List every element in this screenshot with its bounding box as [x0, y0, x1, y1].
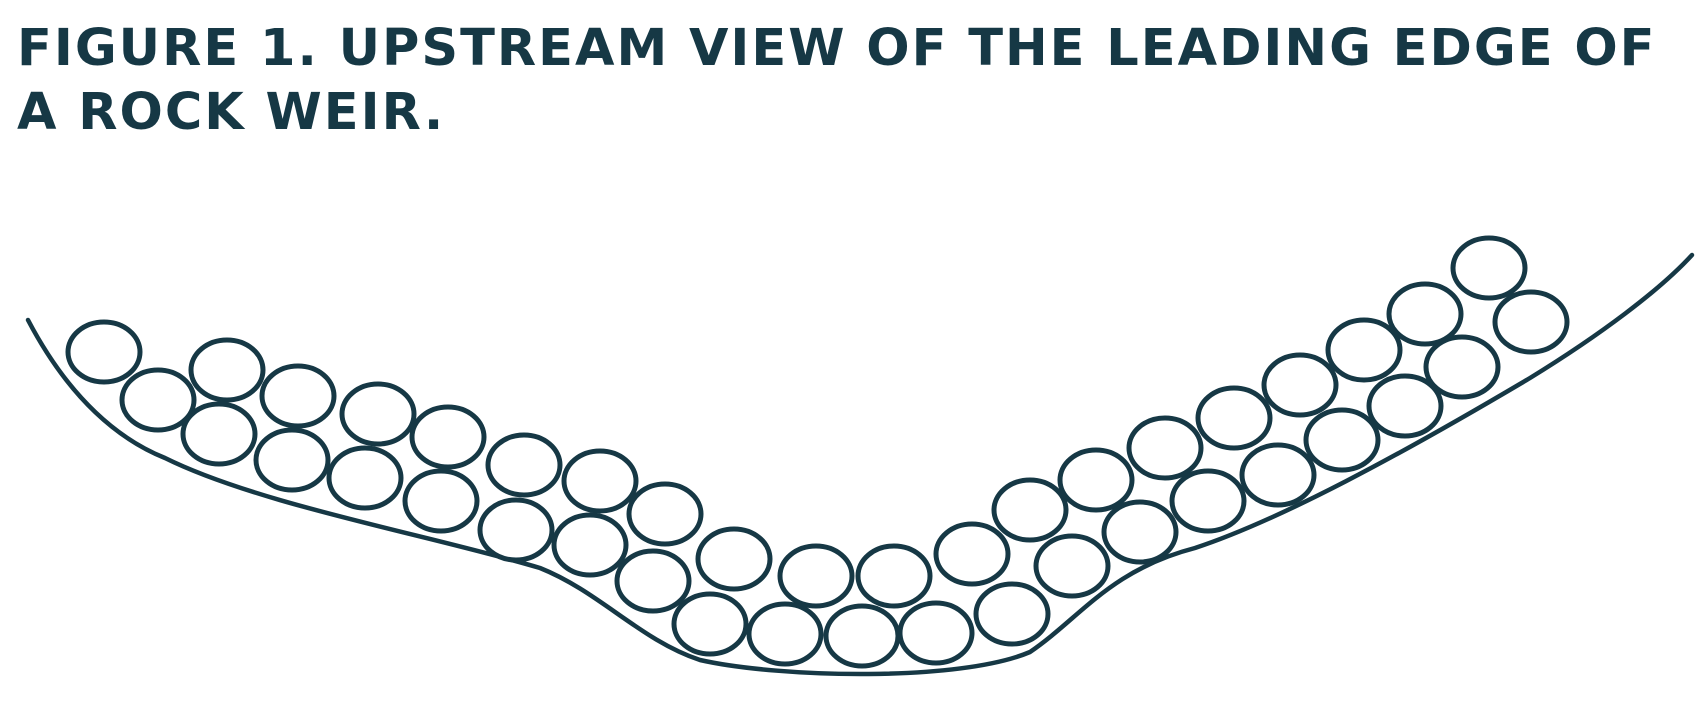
boulder [746, 601, 824, 667]
boulder [402, 468, 480, 534]
boulder [1033, 533, 1111, 599]
boulder [1492, 289, 1570, 355]
boulder [1261, 352, 1339, 418]
boulder [485, 432, 563, 498]
figure-title: FIGURE 1. UPSTREAM VIEW OF THE LEADING E… [17, 17, 1657, 145]
boulder [1450, 235, 1528, 301]
boulder [1057, 447, 1135, 513]
boulder [1366, 373, 1444, 439]
boulder [626, 481, 704, 547]
figure-title-line-1: FIGURE 1. UPSTREAM VIEW OF THE LEADING E… [17, 19, 1657, 78]
boulder [1303, 407, 1381, 473]
boulder [253, 427, 331, 493]
boulder [1325, 317, 1403, 383]
boulder [991, 477, 1069, 543]
boulder [119, 367, 197, 433]
boulder [477, 497, 555, 563]
boulder [1126, 415, 1204, 481]
figure-title-line-2: A ROCK WEIR. [17, 83, 446, 142]
boulder [551, 512, 629, 578]
boulder [65, 319, 143, 385]
boulder [259, 363, 337, 429]
boulder [1239, 442, 1317, 508]
boulder [671, 591, 749, 657]
boulder [933, 521, 1011, 587]
boulder [973, 581, 1051, 647]
boulder [1195, 385, 1273, 451]
boulder [180, 401, 258, 467]
boulder [695, 526, 773, 592]
boulder [614, 548, 692, 614]
boulder [561, 448, 639, 514]
boulder [409, 404, 487, 470]
boulder [1169, 468, 1247, 534]
boulder [855, 543, 933, 609]
boulder [326, 445, 404, 511]
boulder [823, 603, 901, 669]
boulder [339, 381, 417, 447]
boulder [1386, 281, 1464, 347]
weir-boulders [65, 235, 1570, 669]
boulder [1101, 499, 1179, 565]
channel-bed-profile [25, 252, 1695, 677]
boulder [897, 600, 975, 666]
boulder [1423, 334, 1501, 400]
boulder [777, 543, 855, 609]
boulder [188, 337, 266, 403]
